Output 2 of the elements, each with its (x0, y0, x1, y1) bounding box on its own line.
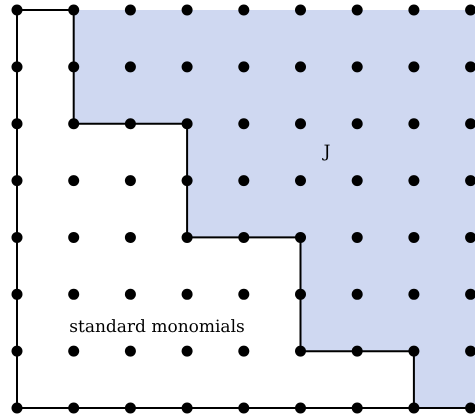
region-label: standard monomials (69, 317, 245, 337)
region-label: J (324, 142, 330, 162)
